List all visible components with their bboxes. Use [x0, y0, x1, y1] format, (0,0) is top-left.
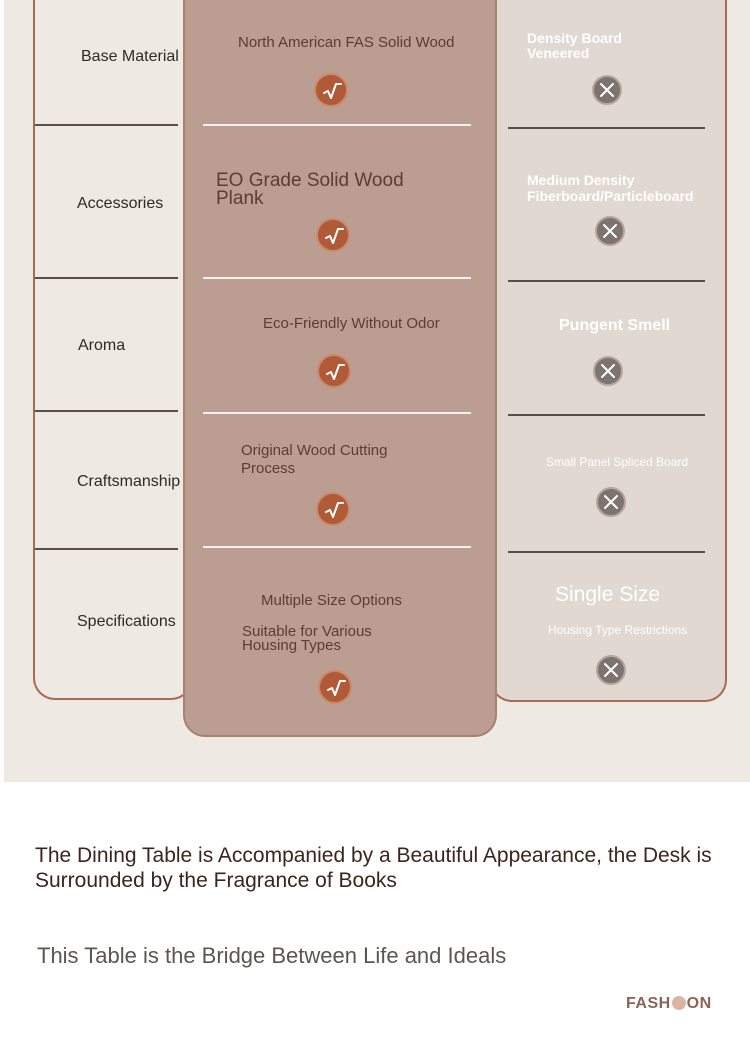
- close-icon: [593, 356, 623, 386]
- headline-line2: Surrounded by the Fragrance of Books: [35, 869, 397, 892]
- ours-aroma: Eco-Friendly Without Odor: [263, 315, 440, 332]
- ours-craftsmanship-line2: Process: [241, 460, 296, 477]
- close-icon: [592, 75, 622, 105]
- competitor-column: [490, 0, 727, 702]
- theirs-accessories-line2: Fiberboard/Particleboard: [527, 188, 694, 204]
- divider: [203, 412, 471, 414]
- divider: [35, 277, 178, 279]
- row-label-specifications: Specifications: [77, 613, 176, 630]
- row-label-accessories: Accessories: [77, 195, 164, 212]
- ours-accessories-line2: Plank: [216, 188, 264, 209]
- subheadline: This Table is the Bridge Between Life an…: [37, 943, 507, 968]
- theirs-base-material-line2: Veneered: [527, 45, 590, 61]
- close-icon: [595, 216, 625, 246]
- logo-dot-icon: [671, 996, 686, 1010]
- headline-line1: The Dining Table is Accompanied by a Bea…: [35, 844, 712, 867]
- divider: [508, 127, 705, 129]
- ours-craftsmanship: Original Wood Cutting Process: [241, 442, 387, 478]
- theirs-aroma: Pungent Smell: [559, 317, 671, 334]
- ours-specifications-line1: Multiple Size Options: [261, 592, 402, 609]
- divider: [35, 410, 178, 412]
- ours-accessories: EO Grade Solid Wood Plank: [216, 170, 404, 209]
- theirs-accessories-line1: Medium Density: [527, 172, 635, 188]
- ours-specifications-extra: Suitable for Various Housing Types: [242, 623, 372, 654]
- brand-logo: FASH ON: [626, 995, 712, 1013]
- theirs-craftsmanship: Small Panel Spliced Board: [546, 455, 689, 469]
- ours-specifications-line2: Suitable for Various: [242, 623, 372, 640]
- checkmark-icon: [317, 354, 351, 388]
- close-icon: [596, 655, 626, 685]
- checkmark-icon: [316, 492, 350, 526]
- checkmark-icon: [314, 73, 348, 107]
- theirs-base-material-line1: Density Board: [527, 30, 622, 46]
- ours-accessories-line1: EO Grade Solid Wood: [216, 170, 404, 191]
- row-label-craftsmanship: Craftsmanship: [77, 473, 181, 490]
- checkmark-icon: [316, 218, 350, 252]
- row-label-aroma: Aroma: [78, 337, 126, 354]
- divider: [508, 551, 705, 553]
- theirs-specifications-line1: Single Size: [555, 583, 661, 606]
- theirs-accessories: Medium Density Fiberboard/Particleboard: [527, 172, 693, 204]
- row-label-base-material: Base Material: [81, 48, 179, 65]
- divider: [203, 277, 471, 279]
- ours-craftsmanship-line1: Original Wood Cutting: [241, 442, 388, 459]
- divider: [35, 548, 178, 550]
- divider: [508, 414, 705, 416]
- ours-specifications-line3: Housing Types: [242, 637, 341, 654]
- checkmark-icon: [318, 670, 352, 704]
- divider: [35, 124, 178, 126]
- ours-base-material: North American FAS Solid Wood: [238, 34, 455, 51]
- logo-text-part1: FASH: [626, 995, 671, 1012]
- headline: The Dining Table is Accompanied by a Bea…: [35, 843, 712, 893]
- divider: [203, 546, 471, 548]
- close-icon: [596, 487, 626, 517]
- theirs-base-material: Density Board Veneered: [527, 31, 622, 61]
- divider: [508, 280, 705, 282]
- divider: [203, 124, 471, 126]
- logo-text-part2: ON: [686, 995, 712, 1012]
- theirs-specifications-line2: Housing Type Restrictions: [548, 623, 688, 637]
